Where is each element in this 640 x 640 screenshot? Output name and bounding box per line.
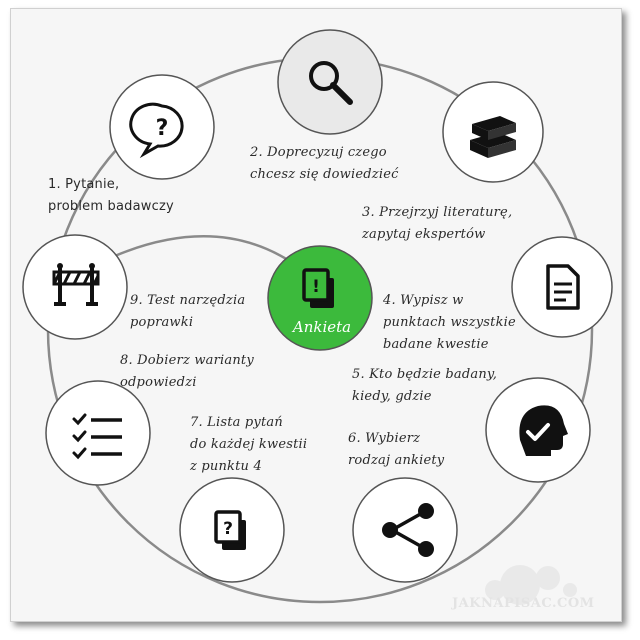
- head-check-icon: [519, 405, 568, 456]
- node-step-3: [442, 81, 544, 183]
- node-step-7: ?: [179, 477, 285, 583]
- step-9-text: 9. Test narzędzia poprawki: [130, 293, 246, 330]
- svg-text:!: !: [312, 277, 320, 297]
- step-7-text: 7. Lista pytań do każdej kwestii z punkt…: [190, 415, 308, 474]
- step-2-text: 2. Doprecyzuj czego chcesz się dowiedzie…: [250, 145, 399, 182]
- barrier-icon: [52, 263, 100, 306]
- document-icon: [546, 264, 580, 310]
- step-3-text: 3. Przejrzyj literaturę, zapytaj ekspert…: [362, 205, 513, 242]
- node-step-4: [511, 236, 613, 338]
- node-step-9: [22, 234, 128, 340]
- svg-text:?: ?: [223, 519, 233, 539]
- step-8-text: 8. Dobierz warianty odpowiedzi: [120, 353, 254, 390]
- exclamation-cards-icon: !: [302, 268, 334, 308]
- node-step-5: [485, 377, 591, 483]
- svg-text:?: ?: [156, 116, 169, 141]
- watermark: JAKNAPISAC.COM: [452, 596, 595, 611]
- node-step-1: ?: [109, 74, 215, 180]
- watermark-splash: [485, 565, 577, 605]
- step-4-text: 4. Wypisz w punktach wszystkie badane kw…: [383, 293, 516, 352]
- step-1-text: 1. Pytanie, problem badawczy: [48, 177, 174, 214]
- center-node: !: [267, 245, 373, 351]
- share-icon: [382, 503, 434, 557]
- books-icon: [470, 116, 516, 158]
- magnifier-icon: [309, 61, 353, 105]
- node-step-8: [45, 380, 151, 486]
- node-step-2: [277, 29, 383, 135]
- step-5-text: 5. Kto będzie badany, kiedy, gdzie: [352, 367, 498, 404]
- step-6-text: 6. Wybierz rodzaj ankiety: [348, 431, 445, 468]
- center-label: Ankieta: [292, 318, 352, 336]
- connector-arc: [109, 235, 301, 270]
- node-step-6: [352, 477, 458, 583]
- question-cards-icon: ?: [214, 510, 246, 550]
- checklist-icon: [72, 413, 122, 460]
- question-bubble-icon: ?: [129, 102, 184, 159]
